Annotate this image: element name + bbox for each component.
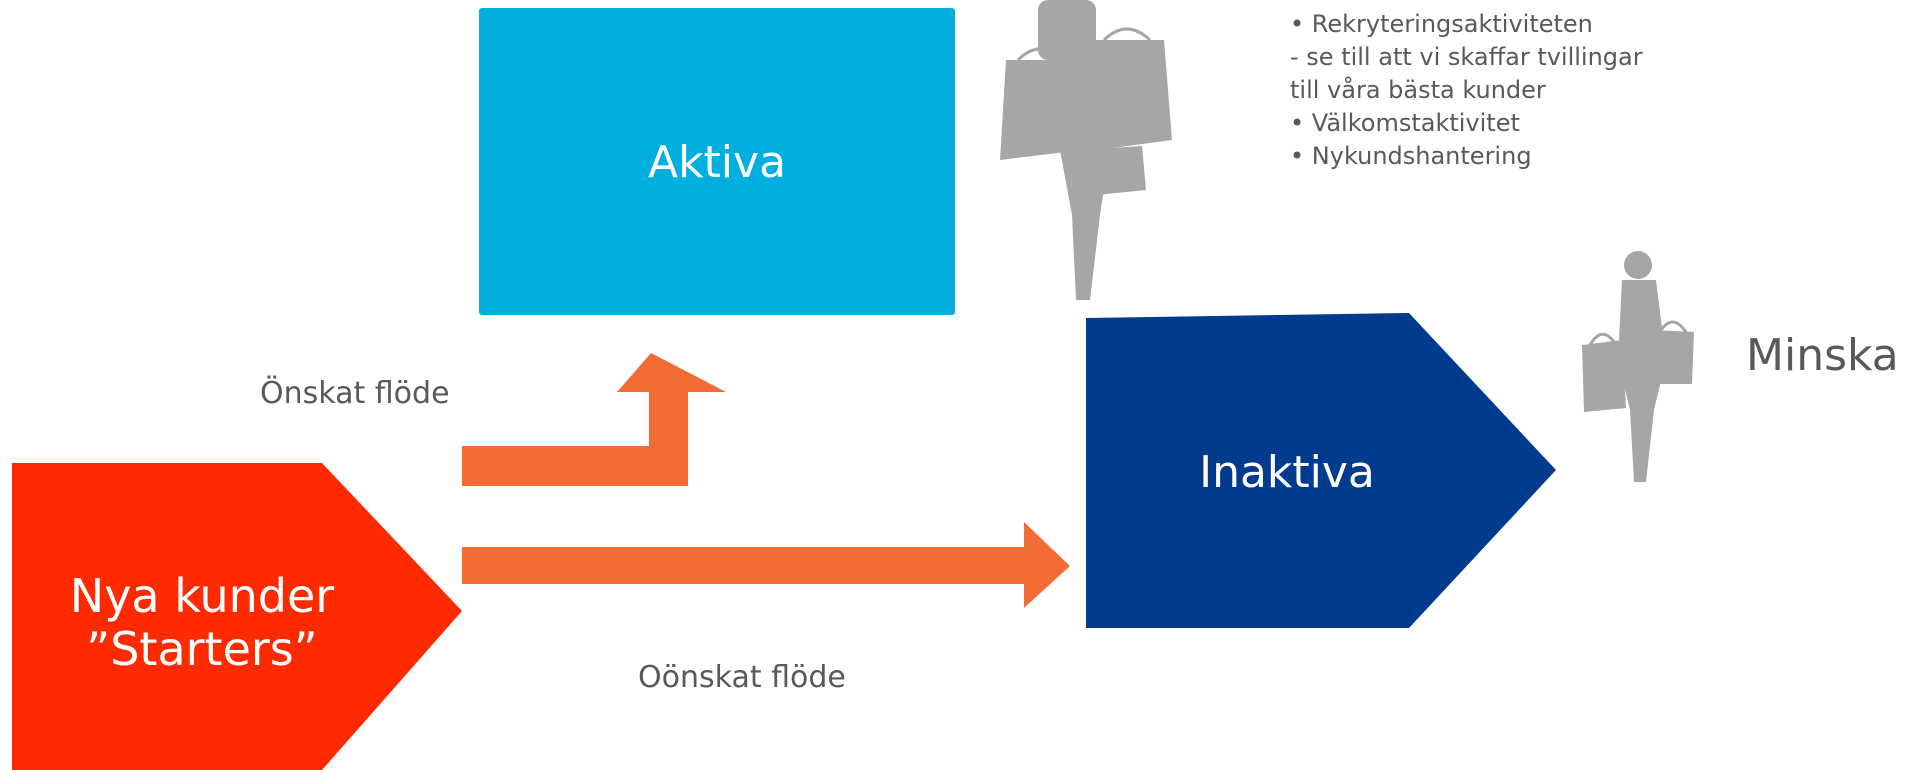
note-item: till våra bästa kunder [1290,76,1546,104]
note-item: • Välkomstaktivitet [1290,109,1520,137]
note-item: - se till att vi skaffar tvillingar [1290,43,1643,71]
activity-notes: • Rekryteringsaktiviteten - se till att … [1290,8,1643,173]
aktiva-box [479,8,955,315]
starters-label-line1: Nya kunder [69,569,335,623]
shopper-silhouette-icon [1582,251,1694,482]
note-item: • Rekryteringsaktiviteten [1290,10,1593,38]
desired-flow-arrow [462,353,726,486]
undesired-flow-label: Oönskat flöde [638,660,846,695]
outcome-label: Minska [1746,330,1899,381]
starters-box [12,463,462,770]
undesired-flow-arrow [462,522,1070,608]
aktiva-label: Aktiva [647,137,787,188]
starters-label-line2: ”Starters” [86,621,318,676]
inaktiva-label: Inaktiva [1199,447,1375,498]
shopper-silhouette-icon [1000,0,1172,300]
note-item: • Nykundshantering [1290,142,1532,170]
desired-flow-label: Önskat flöde [260,376,450,411]
starters-label: Nya kunder ”Starters” [12,570,392,676]
inaktiva-box [1086,313,1556,628]
